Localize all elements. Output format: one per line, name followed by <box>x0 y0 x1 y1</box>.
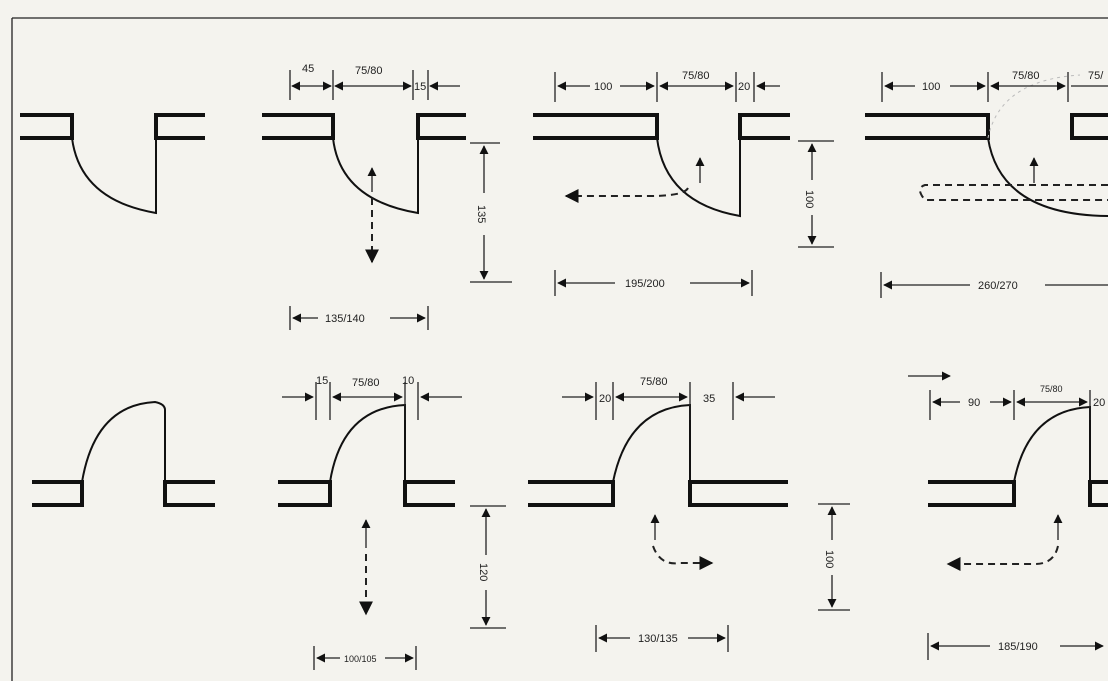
d6-bottom-label: 185/190 <box>998 641 1038 653</box>
door-plain-bottom <box>32 400 215 507</box>
door-plain-top <box>20 113 205 215</box>
d1-bottom-label: 135/140 <box>325 313 365 325</box>
d2-height-dimension: 100 <box>798 140 834 248</box>
d2-top-right-label: 20 <box>738 81 750 93</box>
d3-bottom-dimension: 260/270 <box>880 272 1108 298</box>
d3-wheelchair-footprint <box>919 184 1108 201</box>
door-d6: 90 75/80 20 185/190 <box>908 371 1108 660</box>
d3-top-left-label: 100 <box>922 81 940 93</box>
d1-top-right-label: 15 <box>414 81 426 93</box>
d1-top-door-label: 75/80 <box>355 65 383 77</box>
d2-bottom-label: 195/200 <box>625 278 665 290</box>
d5-top-dimension: 20 75/80 35 <box>562 376 775 420</box>
d5-top-door-label: 75/80 <box>640 376 668 388</box>
d5-bottom-dimension: 130/135 <box>595 625 729 652</box>
d4-bottom-label: 100/105 <box>344 654 377 664</box>
d6-top-door-label: 75/80 <box>1040 384 1063 394</box>
d1-top-left-label: 45 <box>302 63 314 75</box>
d1-top-dimension: 45 75/80 15 <box>289 63 460 100</box>
d2-top-left-label: 100 <box>594 81 612 93</box>
d4-bottom-dimension: 100/105 <box>313 646 417 670</box>
door-d5: 20 75/80 35 100 130/135 <box>528 376 850 652</box>
door-d3: 100 75/80 75/ 260/270 <box>865 70 1108 298</box>
d4-top-left-label: 15 <box>316 375 328 387</box>
door-d2: 100 75/80 20 100 195/200 <box>533 70 834 296</box>
d3-top-dimension: 100 75/80 75/ <box>881 70 1108 102</box>
d4-height-label: 120 <box>477 563 489 581</box>
d4-height-dimension: 120 <box>470 505 506 629</box>
d6-top-left-label: 90 <box>968 397 980 409</box>
d3-top-right-label: 75/ <box>1088 70 1104 82</box>
d4-top-door-label: 75/80 <box>352 377 380 389</box>
d5-top-left-label: 20 <box>599 393 611 405</box>
d5-approach-arrow-right <box>652 545 714 570</box>
d2-height-label: 100 <box>803 190 815 208</box>
d2-approach-arrow-left <box>564 187 689 203</box>
d1-bottom-dimension: 135/140 <box>289 306 429 330</box>
d2-top-dimension: 100 75/80 20 <box>554 70 780 102</box>
d3-bottom-label: 260/270 <box>978 280 1018 292</box>
d2-bottom-dimension: 195/200 <box>554 270 753 296</box>
d5-height-label: 100 <box>823 550 835 568</box>
d4-top-right-label: 10 <box>402 375 414 387</box>
door-d1: 45 75/80 15 135 135/140 <box>262 63 512 330</box>
d2-top-door-label: 75/80 <box>682 70 710 82</box>
door-d4: 15 75/80 10 120 100/105 <box>278 375 506 670</box>
d1-height-dimension: 135 <box>470 142 512 283</box>
d1-height-label: 135 <box>475 205 487 223</box>
d5-top-right-label: 35 <box>703 393 715 405</box>
d3-top-door-label: 75/80 <box>1012 70 1040 82</box>
d6-approach-arrow-left <box>946 545 1059 571</box>
d6-bottom-dimension: 185/190 <box>927 633 1104 660</box>
d6-top-right-label: 20 <box>1093 397 1105 409</box>
d5-bottom-label: 130/135 <box>638 633 678 645</box>
d6-top-dimension: 90 75/80 20 <box>929 384 1105 420</box>
d5-height-dimension: 100 <box>818 503 850 611</box>
d4-top-dimension: 15 75/80 10 <box>282 375 462 420</box>
